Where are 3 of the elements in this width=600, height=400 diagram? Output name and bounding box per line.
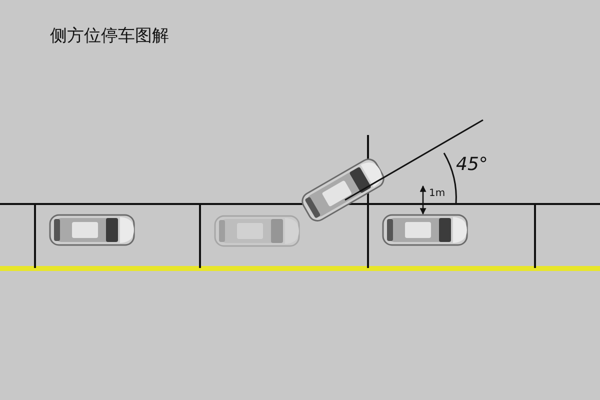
diagram-title: 侧方位停车图解 [50, 25, 169, 47]
angle-label: 45° [456, 154, 488, 175]
dimension-label: 1m [429, 188, 446, 199]
